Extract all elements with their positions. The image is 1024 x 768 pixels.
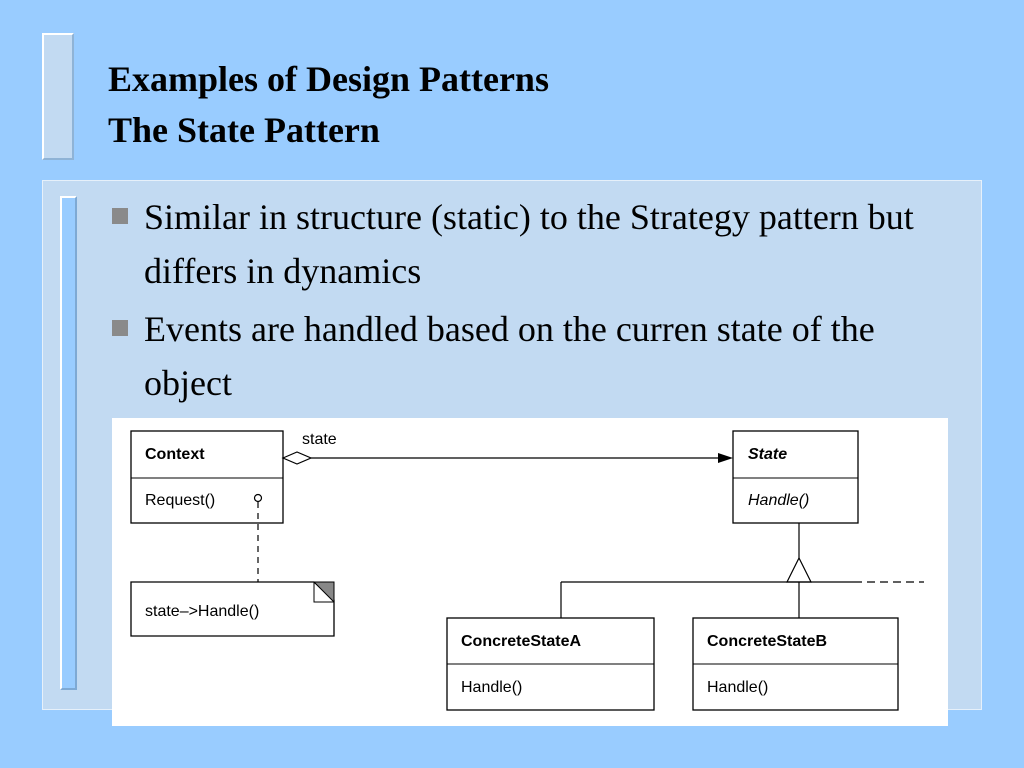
bullet-text: Events are handled based on the curren s… [144, 309, 875, 403]
aggregation-diamond-icon [281, 451, 313, 465]
concrete-state-a-class: ConcreteStateA Handle() [446, 617, 655, 711]
state-association: state [281, 431, 733, 465]
arrowhead-icon [718, 453, 733, 463]
concrete-state-b-class: ConcreteStateB Handle() [692, 617, 899, 711]
context-class: Context Request() [130, 430, 284, 524]
state-class-name: State [748, 446, 787, 463]
slide-title: Examples of Design Patterns The State Pa… [108, 54, 549, 156]
bullet-item: Similar in structure (static) to the Str… [108, 190, 968, 298]
concrete-state-b-name: ConcreteStateB [707, 633, 827, 650]
association-label: state [302, 431, 337, 448]
context-class-name: Context [145, 446, 205, 463]
square-bullet-icon [112, 208, 128, 224]
context-operation: Request() [145, 492, 215, 509]
title-accent-bar [42, 33, 74, 160]
content-accent-bar [60, 196, 77, 690]
concrete-state-a-operation: Handle() [461, 679, 522, 696]
bullet-text: Similar in structure (static) to the Str… [144, 197, 914, 291]
uml-class-diagram: Context Request() state State Handle() [130, 430, 924, 711]
state-pattern-diagram: Context Request() state State Handle() [112, 418, 948, 726]
concrete-state-a-name: ConcreteStateA [461, 633, 581, 650]
bullet-list: Similar in structure (static) to the Str… [108, 190, 968, 414]
square-bullet-icon [112, 320, 128, 336]
generalization [560, 523, 924, 618]
bullet-item: Events are handled based on the curren s… [108, 302, 968, 410]
title-line-1: Examples of Design Patterns [108, 59, 549, 99]
title-line-2: The State Pattern [108, 110, 380, 150]
note-link [253, 493, 263, 582]
inheritance-triangle-icon [786, 556, 812, 583]
note-text: state–>Handle() [145, 603, 259, 620]
state-operation: Handle() [748, 492, 809, 509]
implementation-note: state–>Handle() [130, 581, 335, 637]
concrete-state-b-operation: Handle() [707, 679, 768, 696]
state-class: State Handle() [732, 430, 859, 524]
